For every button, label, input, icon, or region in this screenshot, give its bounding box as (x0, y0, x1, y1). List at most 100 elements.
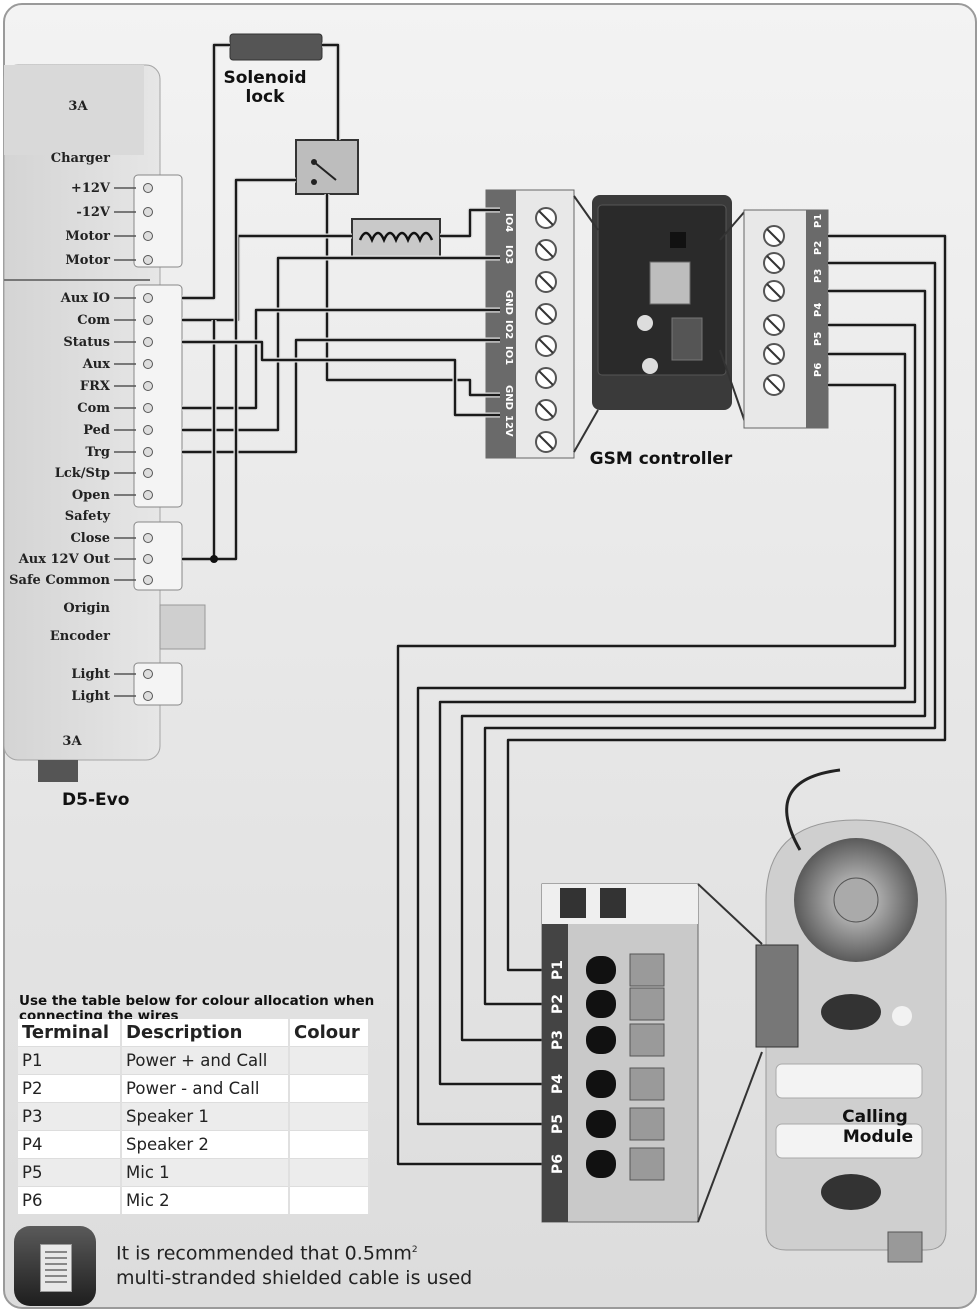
d5-terminal-label: Lck/Stp (55, 466, 110, 481)
document-icon (14, 1226, 96, 1306)
cell-description: Speaker 2 (121, 1130, 290, 1159)
calling-module-device (755, 768, 947, 1263)
screw-slot (538, 434, 554, 450)
wire (440, 208, 500, 238)
gsm-terminal-label: IO4 (503, 213, 514, 232)
screw-slot (538, 242, 554, 258)
d5-evo-label: D5-Evo (62, 790, 129, 810)
port-wire (396, 383, 897, 1166)
gsm-controller-label: GSM controller (590, 449, 733, 469)
d5-terminal-label: Close (70, 531, 110, 546)
wire (182, 43, 230, 300)
module-contact (629, 1107, 665, 1141)
gsm-port-label: P2 (813, 241, 824, 255)
module-contact (629, 1147, 665, 1181)
table-header-row: Terminal Description Colour (18, 1019, 370, 1047)
note-line1: It is recommended that 0.5mm (116, 1242, 412, 1265)
cell-description: Power - and Call (121, 1074, 290, 1103)
calling-module-label-line1: Calling (842, 1107, 908, 1127)
screw-slot (766, 228, 782, 244)
gsm-terminal-label: IO3 (503, 245, 514, 264)
note-superscript: 2 (411, 1245, 418, 1255)
gsm-terminal-label: 12V (503, 415, 514, 437)
screw-slot (766, 377, 782, 393)
port-wire (460, 289, 927, 1042)
port-wire (416, 352, 907, 1126)
d5-terminal-label: Ped (83, 423, 110, 438)
d5-terminal-label: Com (77, 401, 110, 416)
header-colour: Colour (289, 1019, 370, 1047)
module-port-label: P5 (550, 1114, 566, 1134)
cell-terminal: P2 (18, 1074, 122, 1103)
module-port-label: P2 (550, 994, 566, 1014)
module-contact (629, 1023, 665, 1057)
gsm-port-label: P5 (813, 332, 824, 346)
d5-terminal-label: Safety (65, 509, 111, 524)
port-wire (438, 323, 917, 1086)
screw-icon (143, 490, 153, 500)
screw-icon (143, 533, 153, 543)
screw-slot (766, 346, 782, 362)
cell-description: Mic 1 (121, 1158, 290, 1187)
d5-terminal-label: Status (63, 335, 110, 350)
gsm-terminal-label: IO2 (503, 320, 514, 339)
cell-colour[interactable] (289, 1102, 370, 1131)
screw-icon (143, 554, 153, 564)
cell-colour[interactable] (289, 1046, 370, 1075)
module-port-label: P6 (550, 1154, 566, 1174)
wire (325, 194, 500, 397)
d5-terminal-label: Motor (65, 229, 110, 244)
note-line2: multi-stranded shielded cable is used (116, 1267, 473, 1290)
cell-colour[interactable] (289, 1074, 370, 1103)
cell-colour[interactable] (289, 1186, 370, 1214)
module-port-label: P3 (550, 1030, 566, 1050)
d5-terminal-label: Encoder (50, 629, 110, 644)
screw-icon (143, 359, 153, 369)
d5-terminal-label: Origin (63, 601, 110, 616)
module-contact (629, 953, 665, 987)
module-pin (586, 1070, 616, 1098)
gsm-terminal-label: GND (503, 290, 514, 315)
header-terminal: Terminal (18, 1019, 122, 1047)
d5-terminal-label: Aux 12V Out (18, 552, 110, 567)
screw-slot (538, 210, 554, 226)
junction-dot (210, 555, 218, 563)
wire (182, 308, 500, 410)
gsm-terminal-label: GND (503, 385, 514, 410)
d5-terminal-label: Com (77, 313, 110, 328)
d5-terminal-label: Light (71, 667, 110, 682)
d5-terminal-label: Charger (51, 151, 110, 166)
d5-terminal-label: Trg (85, 445, 110, 460)
wire (182, 340, 500, 417)
screw-slot (538, 370, 554, 386)
module-pin (586, 1110, 616, 1138)
cell-description: Power + and Call (121, 1046, 290, 1075)
solenoid-lock (229, 33, 359, 195)
d5-terminal-label: -12V (76, 205, 110, 220)
gsm-port-label: P4 (813, 303, 824, 317)
cell-colour[interactable] (289, 1130, 370, 1159)
screw-icon (143, 447, 153, 457)
d5-terminal-label: Safe Common (9, 573, 110, 588)
screw-slot (538, 274, 554, 290)
screw-icon (143, 183, 153, 193)
cell-colour[interactable] (289, 1158, 370, 1187)
module-pin (586, 956, 616, 984)
screw-icon (143, 425, 153, 435)
cell-terminal: P5 (18, 1158, 122, 1187)
screw-slot (766, 283, 782, 299)
relay-coil (351, 218, 441, 260)
gsm-board (592, 195, 732, 410)
d5-terminal-label: Open (72, 488, 111, 503)
wire (322, 43, 340, 140)
screw-icon (143, 337, 153, 347)
